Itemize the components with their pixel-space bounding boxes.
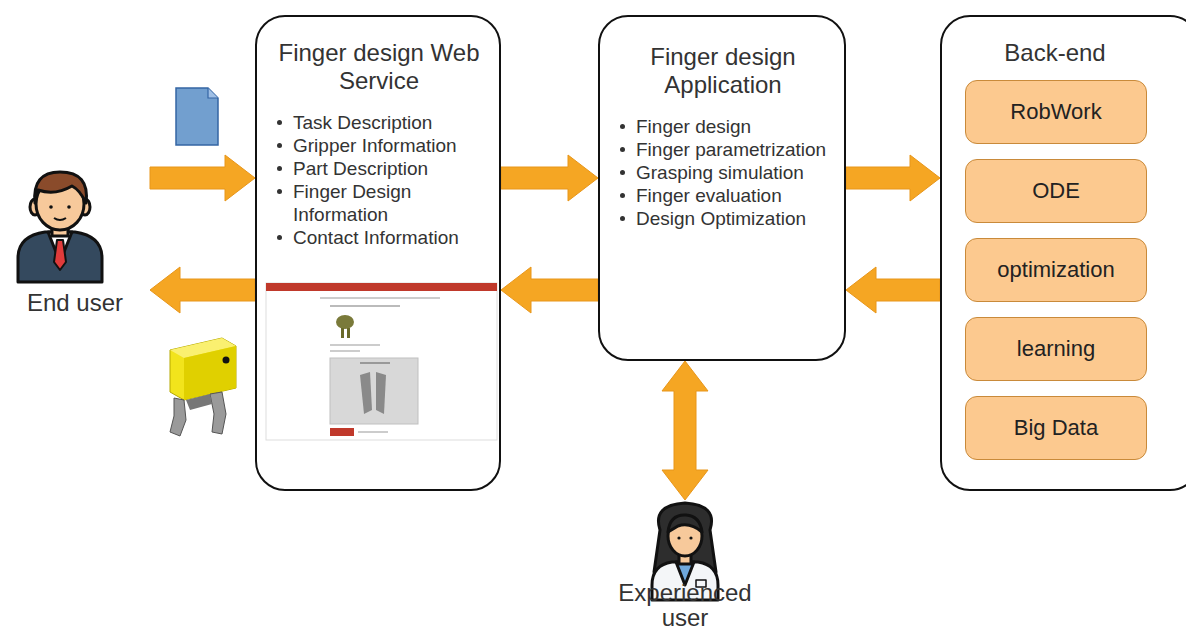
- bullet-item: Finger evaluation: [612, 184, 834, 207]
- module-label: ODE: [1032, 178, 1080, 204]
- bullet-item: Part Description: [269, 157, 489, 180]
- box-heading: Finger design Web Service: [269, 39, 489, 95]
- block-arrow: [150, 155, 255, 201]
- module-label: Big Data: [1014, 415, 1098, 441]
- block-arrow: [846, 155, 940, 201]
- backend-module: learning: [965, 317, 1147, 381]
- bullet-item: Grasping simulation: [612, 161, 834, 184]
- backend-module: ODE: [965, 159, 1147, 223]
- module-label: optimization: [997, 257, 1114, 283]
- box-heading: Finger design Application: [612, 43, 834, 99]
- bullet-item: Finger parametrization: [612, 138, 834, 161]
- bullet-item: Design Optimization: [612, 207, 834, 230]
- application-box: Finger design ApplicationFinger designFi…: [598, 15, 846, 361]
- end-user-icon: [18, 172, 102, 282]
- backend-box: Back-endRobWorkODE optimization learningBi…: [940, 15, 1186, 491]
- bullet-item: Task Description: [269, 111, 489, 134]
- block-arrow: [501, 267, 598, 313]
- backend-module: optimization: [965, 238, 1147, 302]
- bullet-item: Gripper Information: [269, 134, 489, 157]
- module-label: learning: [1017, 336, 1095, 362]
- experienced-user: Experienced user: [615, 500, 755, 634]
- bullet-item: Finger Design Information: [269, 180, 489, 226]
- user-label: Experienced user: [615, 580, 755, 630]
- document-icon: [176, 88, 218, 145]
- backend-module: Big Data: [965, 396, 1147, 460]
- gripper-icon: [170, 338, 236, 436]
- block-arrow: [150, 267, 255, 313]
- website-screenshot: [266, 283, 497, 440]
- bullet-item: Contact Information: [269, 226, 489, 249]
- module-label: RobWork: [1010, 99, 1101, 125]
- user-label: End user: [0, 290, 150, 315]
- block-arrow: [846, 267, 940, 313]
- block-arrow: [662, 361, 708, 500]
- backend-module: RobWork: [965, 80, 1147, 144]
- box-heading: Back-end: [942, 39, 1168, 67]
- web-service-box: Finger design Web ServiceTask Descriptio…: [255, 15, 501, 491]
- block-arrow: [501, 155, 598, 201]
- end-user: End user: [0, 165, 150, 330]
- bullet-item: Finger design: [612, 115, 834, 138]
